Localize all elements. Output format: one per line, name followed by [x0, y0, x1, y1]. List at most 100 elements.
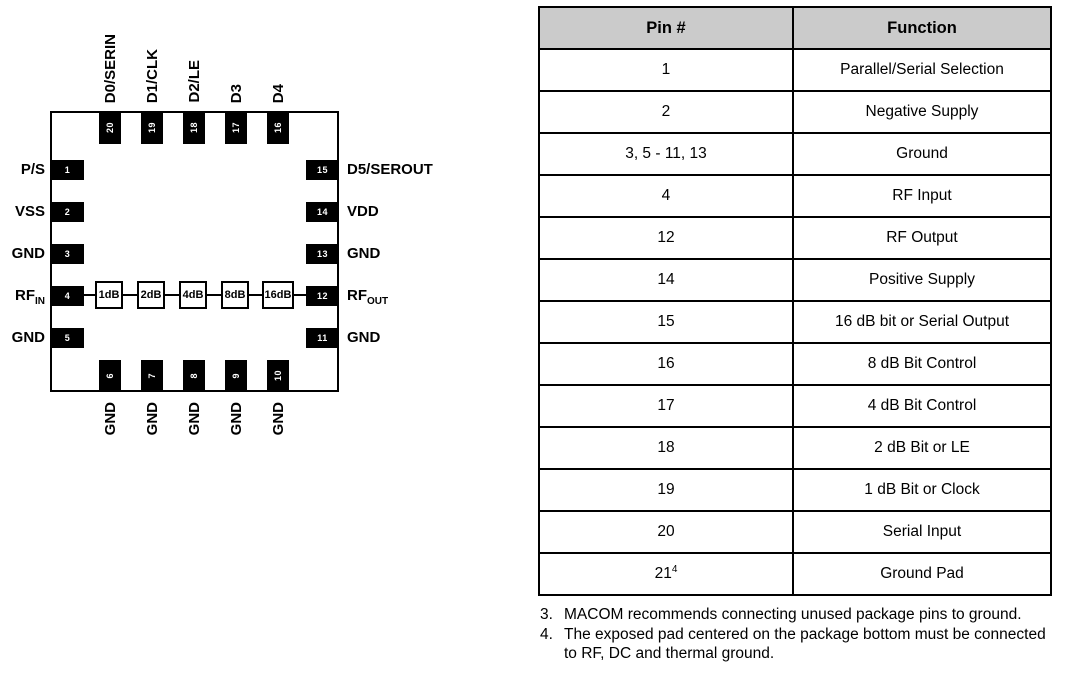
pin-pad-3: 3 [51, 244, 84, 264]
function-cell: Serial Input [791, 510, 1053, 554]
pin-label-text: VDD [347, 203, 379, 220]
pin-label-rfin: RFIN [0, 286, 45, 307]
pin-pad-12: 12 [306, 286, 339, 306]
pin-label-subscript: OUT [367, 296, 389, 307]
pin-label-gnd13: GND [347, 244, 380, 264]
pin-label-text: GND [269, 402, 287, 436]
pin-number: 2 [64, 207, 71, 217]
pin-pad-1: 1 [51, 160, 84, 180]
function-cell: 4 dB Bit Control [791, 384, 1053, 428]
function-cell: 8 dB Bit Control [791, 342, 1053, 386]
pin-label-gnd3: GND [0, 244, 45, 264]
function-cell: RF Input [791, 174, 1053, 218]
pin-number: 11 [317, 333, 328, 343]
footnotes: 3. MACOM recommends connecting unused pa… [540, 605, 1048, 664]
pin-label-text: D0/SERIN [101, 33, 119, 103]
pin-label-gnd11: GND [347, 328, 380, 348]
pin-label-gnd10: GND [268, 402, 288, 454]
pin-label-text: GND [227, 402, 245, 436]
pin-pad-5: 5 [51, 328, 84, 348]
pin-number: 18 [189, 122, 199, 134]
pin-number: 4 [64, 291, 71, 301]
pin-number: 8 [189, 373, 199, 379]
pin-number: 17 [231, 122, 241, 134]
table-header-row: Pin # Function [538, 6, 1053, 50]
pin-cell: 14 [538, 258, 794, 302]
pin-label-text: P/S [20, 161, 45, 178]
pin-label-text: D5/SEROUT [347, 161, 433, 178]
footnote-3: 3. MACOM recommends connecting unused pa… [540, 605, 1048, 624]
pin-number: 13 [316, 249, 328, 259]
pin-pad-14: 14 [306, 202, 339, 222]
pin-label-text: D3 [227, 83, 245, 103]
footnote-number: 3. [540, 606, 553, 623]
pin-pad-19: 19 [141, 112, 163, 144]
pin-pad-11: 11 [306, 328, 339, 348]
attenuator-block-2db: 2dB [137, 281, 165, 309]
function-cell: Ground [791, 132, 1053, 176]
pin-label-text: D2/LE [185, 60, 203, 103]
function-cell: 2 dB Bit or LE [791, 426, 1053, 470]
pin-cell: 12 [538, 216, 794, 260]
pin-pad-4: 4 [51, 286, 84, 306]
pin-label-d3: D3 [226, 6, 246, 103]
pin-label-d0serin: D0/SERIN [100, 6, 120, 103]
pin-label-text: RF [347, 287, 367, 304]
pin-label-gnd8: GND [184, 402, 204, 454]
pin-label-gnd7: GND [142, 402, 162, 454]
function-cell: Parallel/Serial Selection [791, 48, 1053, 92]
function-cell: 16 dB bit or Serial Output [791, 300, 1053, 344]
pin-pad-16: 16 [267, 112, 289, 144]
pin-cell: 1 [538, 48, 794, 92]
footnote-4: 4. The exposed pad centered on the packa… [540, 625, 1048, 663]
pin-label-text: GND [143, 402, 161, 436]
pin-cell: 16 [538, 342, 794, 386]
pin-number: 3 [64, 249, 71, 259]
function-cell: Positive Supply [791, 258, 1053, 302]
pin-label-d2le: D2/LE [184, 6, 204, 103]
pin-pad-13: 13 [306, 244, 339, 264]
pin-cell: 3, 5 - 11, 13 [538, 132, 794, 176]
pin-number: 10 [273, 370, 283, 382]
pin-pad-20: 20 [99, 112, 121, 144]
pin-label-ps: P/S [0, 160, 45, 180]
pin-label-text: GND [11, 245, 45, 262]
column-header-pin: Pin # [538, 6, 794, 50]
pin-pad-6: 6 [99, 360, 121, 392]
pin-label-text: D4 [269, 83, 287, 103]
pin-label-gnd5: GND [0, 328, 45, 348]
pin-label-gnd6: GND [100, 402, 120, 454]
pin-number: 1 [64, 165, 71, 175]
pin-pad-8: 8 [183, 360, 205, 392]
pin-number: 20 [105, 122, 115, 134]
attenuator-block-8db: 8dB [221, 281, 249, 309]
pin-number: 19 [147, 122, 157, 134]
pin-cell: 18 [538, 426, 794, 470]
footnote-number: 4. [540, 626, 553, 643]
pin-number: 12 [316, 291, 328, 301]
pin-cell-text: 21 [654, 565, 672, 583]
function-cell: 1 dB Bit or Clock [791, 468, 1053, 512]
pin-cell: 2 [538, 90, 794, 134]
pin-label-text: GND [101, 402, 119, 436]
pin-number: 7 [147, 373, 157, 379]
pin-label-text: VSS [14, 203, 45, 220]
pin-number: 15 [316, 165, 328, 175]
pin-label-text: GND [347, 329, 381, 346]
pin-label-d1clk: D1/CLK [142, 6, 162, 103]
pin-number: 14 [316, 207, 328, 217]
pin-cell: 15 [538, 300, 794, 344]
